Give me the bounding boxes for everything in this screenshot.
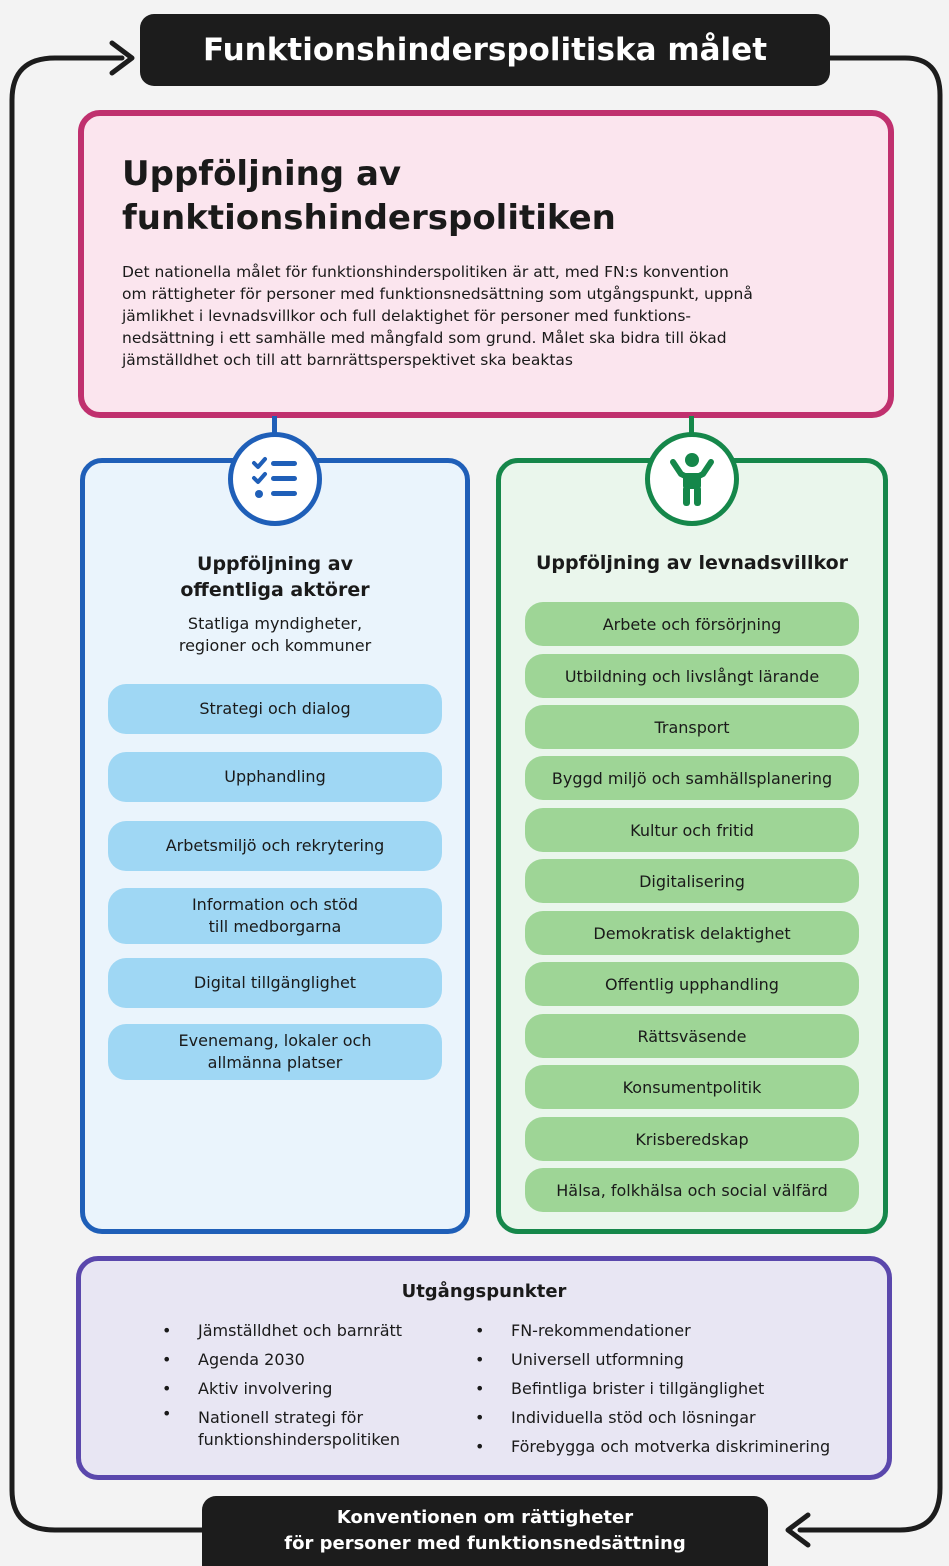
goal-title-line1: Uppföljning av bbox=[122, 154, 402, 194]
person-icon bbox=[670, 453, 714, 506]
starting-point-item: Individuella stöd och lösningar bbox=[475, 1403, 875, 1432]
living-conditions-item: Kultur och fritid bbox=[525, 808, 859, 852]
checklist-icon bbox=[252, 457, 297, 498]
public-actors-item: Upphandling bbox=[108, 752, 442, 802]
starting-point-item: Förebygga och motverka diskriminering bbox=[475, 1432, 875, 1461]
public-actors-title: Uppföljning av offentliga aktörer bbox=[85, 551, 465, 603]
goal-text-line: Det nationella målet för funktionshinder… bbox=[122, 263, 729, 281]
public-actors-subtitle-line2: regioner och kommuner bbox=[178, 636, 372, 655]
living-conditions-item: Hälsa, folkhälsa och social välfärd bbox=[525, 1168, 859, 1212]
starting-point-item: Agenda 2030 bbox=[162, 1345, 462, 1374]
public-actors-item-label: allmänna platser bbox=[207, 1053, 343, 1072]
top-banner: Funktionshinderspolitiska målet bbox=[140, 14, 830, 86]
living-conditions-item: Arbete och försörjning bbox=[525, 602, 859, 646]
starting-point-item-line: funktionshinderspolitiken bbox=[198, 1430, 401, 1449]
living-conditions-item: Krisberedskap bbox=[525, 1117, 859, 1161]
arrow-head-bottom-icon bbox=[785, 1512, 811, 1548]
goal-title-line2: funktionshinderspolitiken bbox=[122, 198, 616, 238]
loop-left-line bbox=[9, 55, 205, 1533]
starting-points-left-list: Jämställdhet och barnrätt Agenda 2030 Ak… bbox=[162, 1316, 462, 1451]
living-conditions-item: Demokratisk delaktighet bbox=[525, 911, 859, 955]
starting-point-item: Jämställdhet och barnrätt bbox=[162, 1316, 462, 1345]
public-actors-item-label: Arbetsmiljö och rekrytering bbox=[165, 836, 385, 855]
bottom-banner-line1: Konventionen om rättigheter bbox=[336, 1507, 634, 1528]
starting-point-item: FN-rekommendationer bbox=[475, 1316, 875, 1345]
goal-text-line: nedsättning i ett samhälle med mångfald … bbox=[122, 329, 727, 347]
loop-right-line bbox=[797, 55, 943, 1533]
living-conditions-item: Utbildning och livslångt lärande bbox=[525, 654, 859, 698]
bottom-banner: Konventionen om rättigheter för personer… bbox=[202, 1496, 768, 1566]
living-conditions-item: Rättsväsende bbox=[525, 1014, 859, 1058]
starting-point-item: Universell utformning bbox=[475, 1345, 875, 1374]
living-conditions-item: Transport bbox=[525, 705, 859, 749]
living-conditions-item: Konsumentpolitik bbox=[525, 1065, 859, 1109]
checklist-icon-circle bbox=[228, 432, 322, 526]
public-actors-item-label: Upphandling bbox=[224, 767, 326, 786]
public-actors-item: Information och stöd till medborgarna bbox=[108, 888, 442, 944]
starting-point-item: Nationell strategi för funktionshindersp… bbox=[162, 1403, 462, 1451]
goal-text: Det nationella målet för funktionshinder… bbox=[122, 261, 852, 371]
connector-line-public bbox=[272, 416, 277, 436]
goal-box bbox=[78, 110, 894, 418]
bottom-banner-line2: för personer med funktionsnedsättning bbox=[284, 1533, 686, 1554]
person-icon-circle bbox=[645, 432, 739, 526]
public-actors-item-label: Evenemang, lokaler och bbox=[178, 1031, 372, 1050]
public-actors-title-line2: offentliga aktörer bbox=[180, 579, 370, 601]
starting-point-item: Aktiv involvering bbox=[162, 1374, 462, 1403]
starting-point-item-line: Nationell strategi för bbox=[198, 1408, 364, 1427]
starting-points-right-list: FN-rekommendationer Universell utformnin… bbox=[475, 1316, 875, 1461]
starting-point-item: Befintliga brister i tillgänglighet bbox=[475, 1374, 875, 1403]
public-actors-item: Arbetsmiljö och rekrytering bbox=[108, 821, 442, 871]
living-conditions-item: Offentlig upphandling bbox=[525, 962, 859, 1006]
connector-line-living bbox=[689, 416, 694, 436]
goal-text-line: jämställdhet och till att barnrättspersp… bbox=[122, 351, 573, 369]
public-actors-item-label: Strategi och dialog bbox=[199, 699, 351, 718]
public-actors-item-label: Digital tillgänglighet bbox=[193, 973, 357, 992]
goal-text-line: om rättigheter för personer med funktion… bbox=[122, 285, 753, 303]
public-actors-title-line1: Uppföljning av bbox=[197, 553, 353, 575]
public-actors-item-label: till medborgarna bbox=[208, 917, 342, 936]
goal-text-line: jämlikhet i levnadsvillkor och full dela… bbox=[122, 307, 692, 325]
arrow-head-top-icon bbox=[109, 40, 135, 76]
living-conditions-item: Byggd miljö och samhällsplanering bbox=[525, 756, 859, 800]
public-actors-item-label: Information och stöd bbox=[191, 895, 359, 914]
living-conditions-item: Digitalisering bbox=[525, 859, 859, 903]
public-actors-subtitle: Statliga myndigheter, regioner och kommu… bbox=[85, 613, 465, 657]
living-conditions-title: Uppföljning av levnadsvillkor bbox=[535, 552, 849, 574]
public-actors-item: Digital tillgänglighet bbox=[108, 958, 442, 1008]
public-actors-subtitle-line1: Statliga myndigheter, bbox=[187, 614, 363, 633]
starting-points-title: Utgångspunkter bbox=[401, 1281, 567, 1302]
goal-title: Uppföljning av funktionshinderspolitiken bbox=[122, 152, 842, 240]
public-actors-item: Evenemang, lokaler och allmänna platser bbox=[108, 1024, 442, 1080]
public-actors-item: Strategi och dialog bbox=[108, 684, 442, 734]
